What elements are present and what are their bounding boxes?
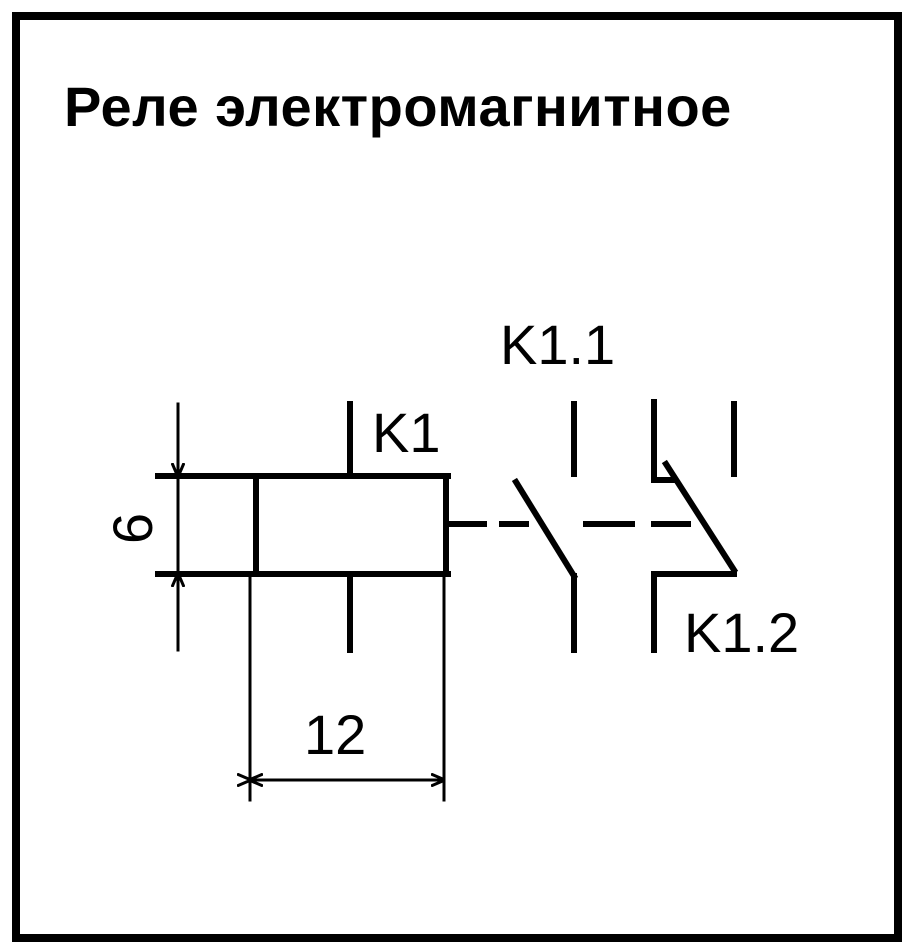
contact-k1-2 [651, 399, 739, 653]
label-k1: K1 [372, 401, 441, 464]
label-k1-1: K1.1 [500, 313, 615, 376]
label-k1-2: K1.2 [684, 601, 799, 664]
relay-coil [155, 473, 451, 577]
label-dimension-height: 6 [101, 513, 164, 544]
contact-k1-1 [511, 401, 579, 653]
label-dimension-width: 12 [304, 703, 366, 766]
diagram-title: Реле электромагнитное [64, 75, 732, 138]
width-dimension [250, 572, 446, 802]
